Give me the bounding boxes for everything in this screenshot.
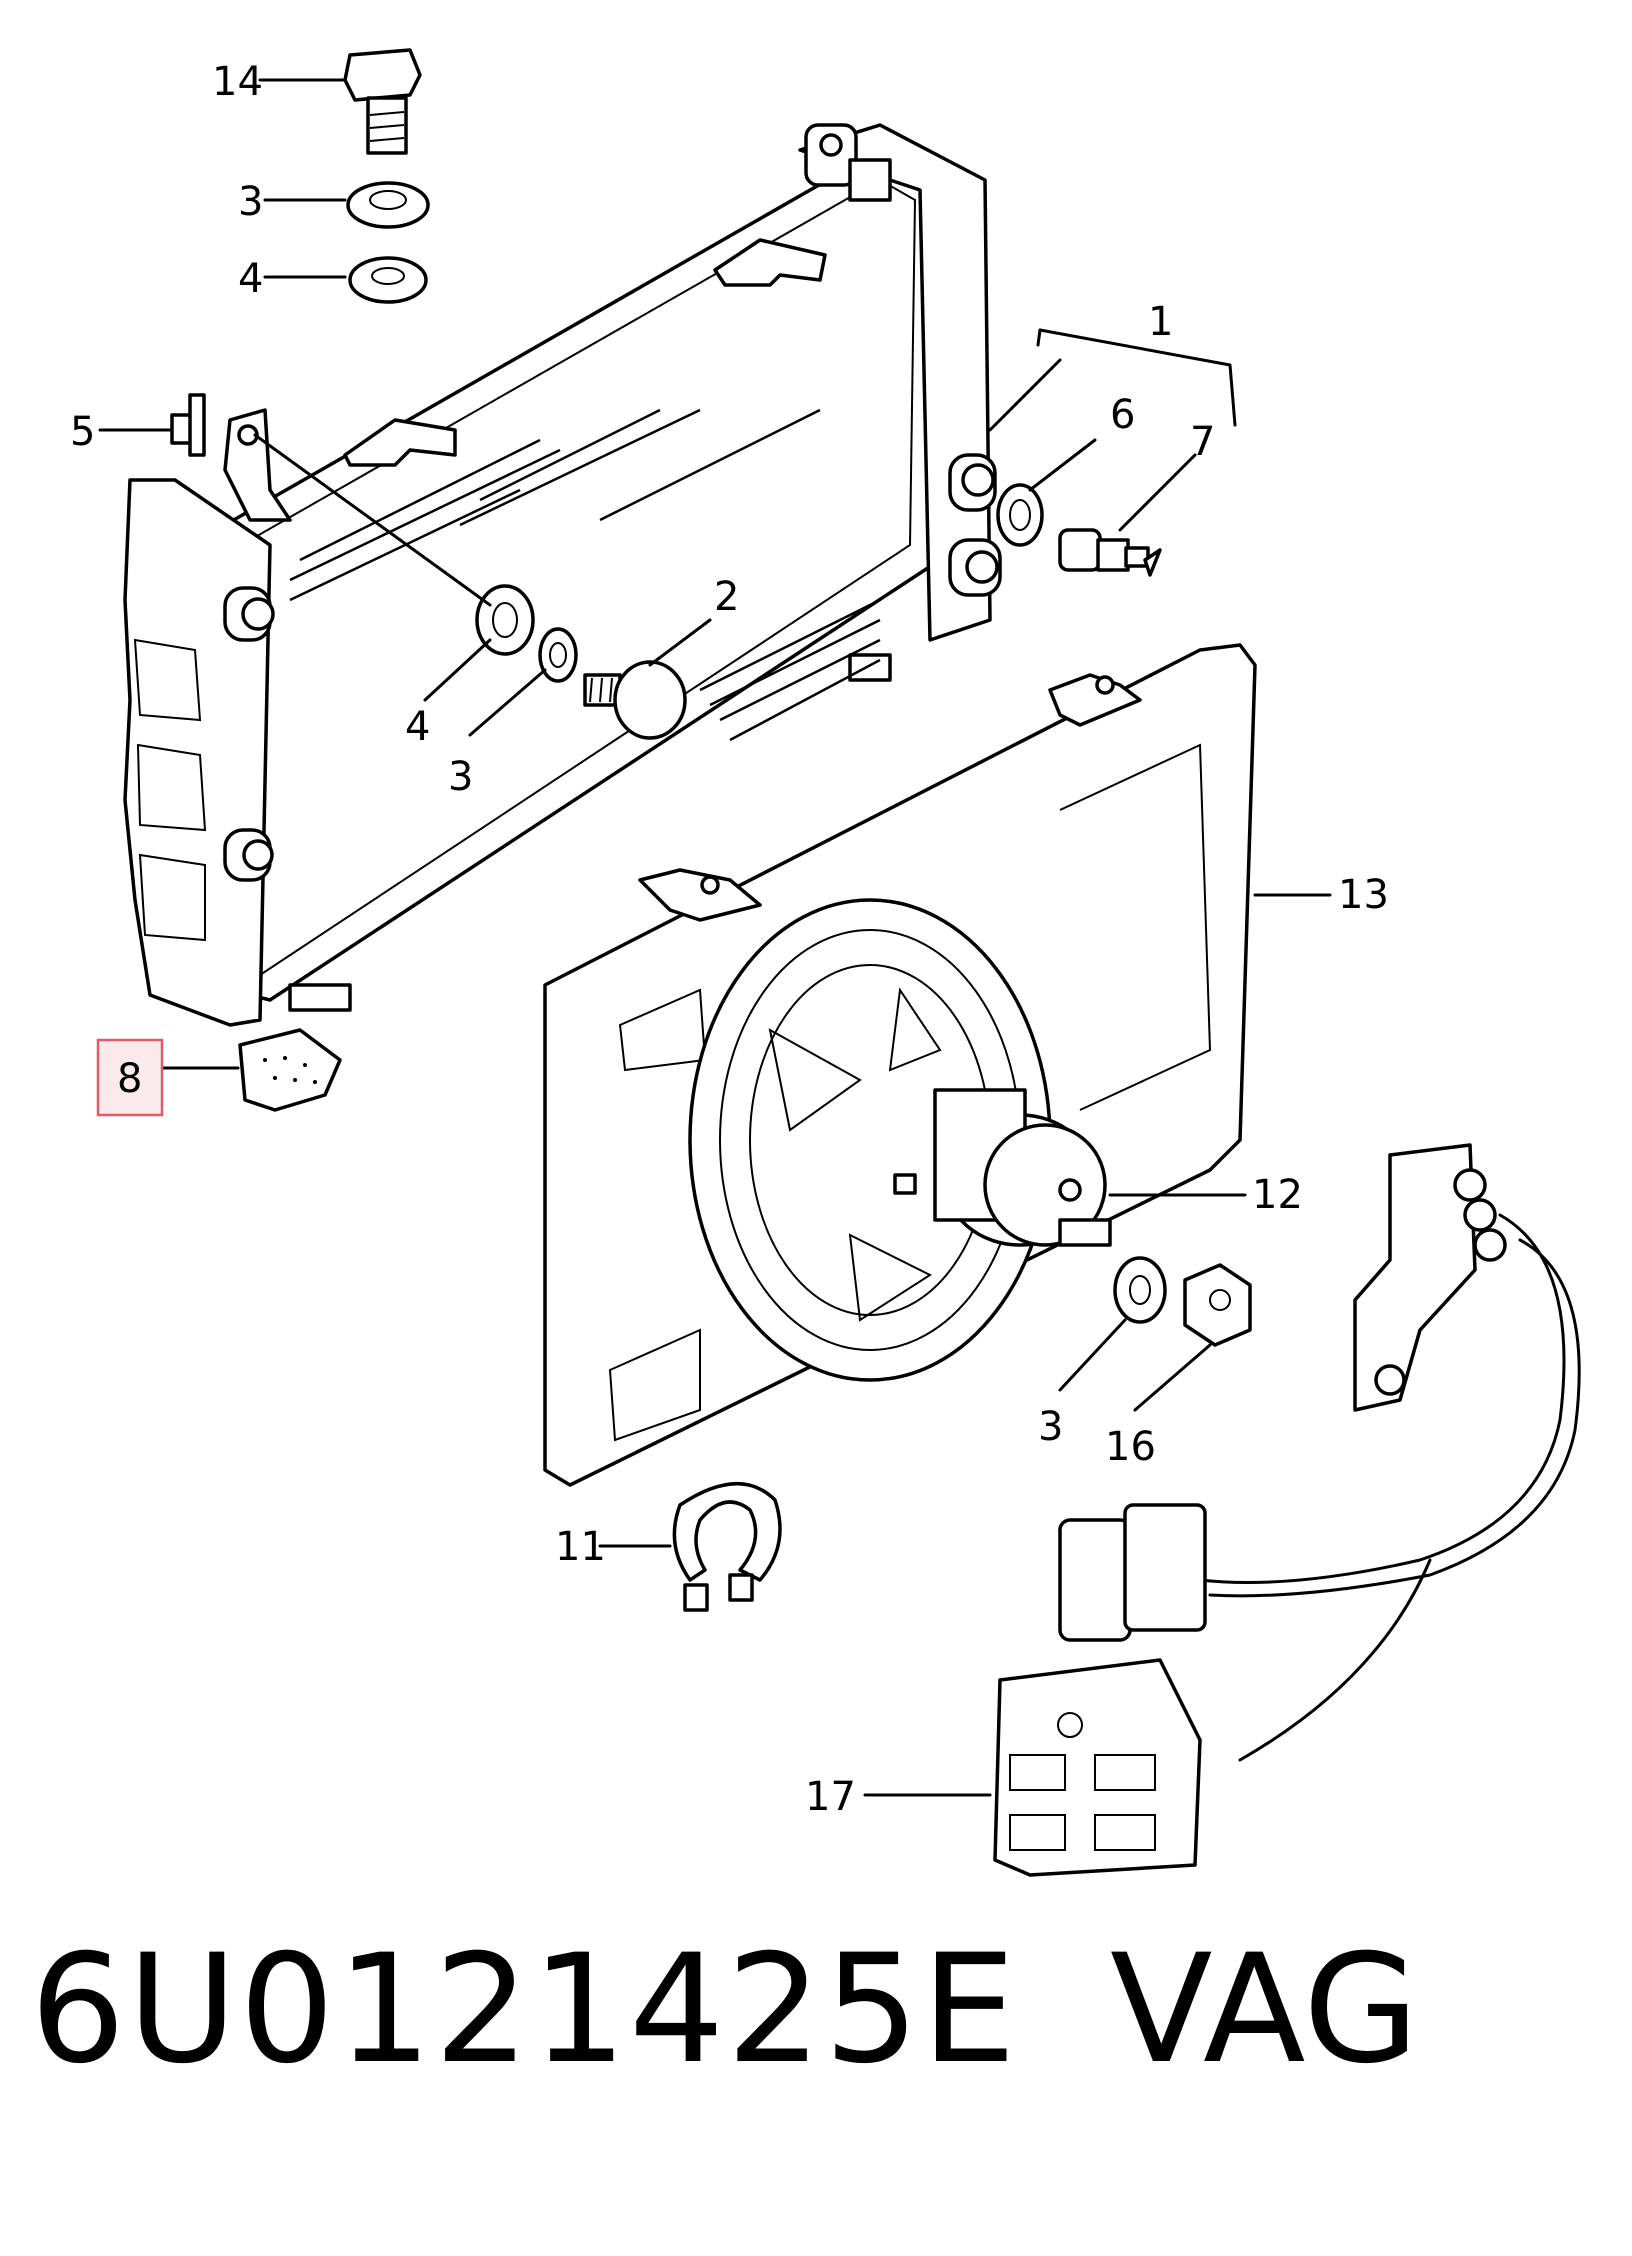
callout-13: 13 xyxy=(1338,872,1389,918)
leader-6 xyxy=(1028,438,1097,492)
washer-3c xyxy=(1113,1256,1167,1324)
gasket-6 xyxy=(996,483,1044,547)
callout-1: 1 xyxy=(1148,299,1173,345)
leader-1-to-radiator xyxy=(988,358,1062,432)
washer-4b xyxy=(475,584,535,656)
nut-16 xyxy=(1183,1263,1252,1347)
leader-4b-upper xyxy=(253,433,492,607)
callout-17: 17 xyxy=(805,1774,856,1820)
callout-8-highlight xyxy=(96,1038,164,1117)
leader-1-bracket-left xyxy=(1036,328,1042,347)
spring-washer-3a xyxy=(346,181,430,229)
sensor-7 xyxy=(1058,528,1162,577)
radiator xyxy=(123,123,1002,1027)
foam-pad-8 xyxy=(238,1028,342,1112)
leader-7 xyxy=(1118,453,1197,532)
leader-3b xyxy=(468,668,547,737)
callout-3-washer-fan: 3 xyxy=(1038,1404,1063,1450)
callout-4-washer-top: 4 xyxy=(238,256,263,302)
callout-2: 2 xyxy=(714,574,739,620)
callout-3-washer-top: 3 xyxy=(238,179,263,225)
callout-labels: 14 3 4 5 1 6 7 2 4 3 13 8 12 3 16 11 17 xyxy=(70,59,1389,1820)
clip-5 xyxy=(170,393,206,457)
brand-name: VAG xyxy=(1110,1923,1420,2097)
callout-16: 16 xyxy=(1105,1424,1156,1470)
callout-4-washer-mid: 4 xyxy=(405,704,430,750)
callout-7: 7 xyxy=(1190,419,1215,465)
leader-1-bracket-right xyxy=(1038,328,1237,427)
bolt-14 xyxy=(343,48,422,155)
callout-3-washer-mid: 3 xyxy=(448,754,473,800)
leader-3c xyxy=(1058,1318,1127,1392)
callout-8: 8 xyxy=(117,1056,142,1102)
part-number: 6U0121425E xyxy=(30,1923,1019,2097)
leader-lines xyxy=(98,78,1332,1797)
callout-6: 6 xyxy=(1110,392,1135,438)
bolt-2 xyxy=(583,660,687,740)
washer-4a xyxy=(348,256,428,304)
wiring-harness-17 xyxy=(993,1143,1581,1877)
callout-12: 12 xyxy=(1252,1172,1303,1218)
spring-washer-3b xyxy=(538,627,578,683)
clamp-11 xyxy=(672,1481,782,1612)
callout-5: 5 xyxy=(70,409,95,455)
leader-16 xyxy=(1133,1343,1212,1412)
leader-2 xyxy=(648,618,712,667)
callout-11: 11 xyxy=(555,1524,606,1570)
fan-shroud xyxy=(543,643,1257,1487)
leader-4b xyxy=(423,638,492,702)
callout-14: 14 xyxy=(212,59,263,105)
